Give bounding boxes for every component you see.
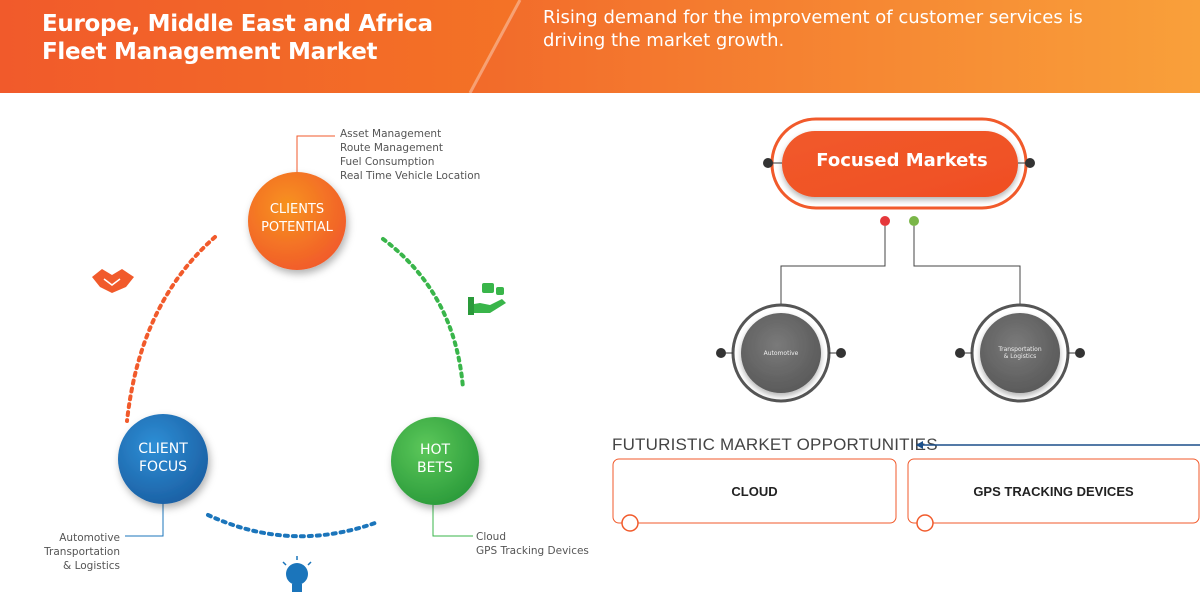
arc-bottom-blue xyxy=(206,513,377,539)
transportation-label-line2: & Logistics xyxy=(1003,353,1037,360)
list-item: Transportation xyxy=(44,546,120,558)
list-item: Real Time Vehicle Location xyxy=(340,170,481,182)
dot-green xyxy=(909,216,919,226)
hot-bets-circle xyxy=(391,417,479,505)
opportunity-cloud: CLOUD xyxy=(731,484,778,499)
transportation-dot-left xyxy=(955,348,965,358)
tagline-line-2: driving the market growth. xyxy=(543,30,785,51)
automotive-dot-left xyxy=(716,348,726,358)
hot-bets-connector xyxy=(432,503,473,537)
clients-potential-list: Asset Management Route Management Fuel C… xyxy=(340,127,480,183)
automotive-label: Automotive xyxy=(763,350,799,357)
client-focus-line2: FOCUS xyxy=(139,459,187,475)
clients-potential-line1: CLIENTS xyxy=(269,202,325,217)
list-item: GPS Tracking Devices xyxy=(476,545,589,557)
transportation-label: Transportation & Logistics xyxy=(981,346,1059,360)
list-item: Route Management xyxy=(340,142,443,154)
transportation-label-line1: Transportation xyxy=(998,346,1042,353)
dot-red xyxy=(880,216,890,226)
pill-dot-left xyxy=(763,158,773,168)
list-item: Asset Management xyxy=(340,128,442,140)
hot-bets-line1: HOT xyxy=(419,442,451,458)
hot-bets-label: HOT BETS xyxy=(391,441,479,477)
tagline: Rising demand for the improvement of cus… xyxy=(543,6,1163,52)
transportation-dot-right xyxy=(1075,348,1085,358)
title-line-1: Europe, Middle East and Africa xyxy=(42,11,433,37)
gps-box xyxy=(907,458,1200,524)
connector-left xyxy=(780,226,886,305)
client-focus-label: CLIENT FOCUS xyxy=(118,440,208,476)
pill-dot-right xyxy=(1025,158,1035,168)
arc-right-green xyxy=(381,237,465,390)
connector-right xyxy=(913,226,1021,305)
lightbulb-icon xyxy=(282,556,312,592)
automotive-dot-right xyxy=(836,348,846,358)
client-focus-line1: CLIENT xyxy=(138,441,188,457)
handshake-icon xyxy=(92,269,134,293)
list-item: & Logistics xyxy=(63,560,120,572)
list-item: Cloud xyxy=(476,531,506,543)
header-banner xyxy=(0,0,1200,93)
title-line-2: Fleet Management Market xyxy=(42,39,378,65)
cycle-diagram xyxy=(92,135,506,592)
focused-markets-pill xyxy=(782,131,1018,197)
opportunities-arrow-head xyxy=(916,441,923,449)
clients-potential-circle xyxy=(248,172,346,270)
opportunity-gps-tracking-devices: GPS TRACKING DEVICES xyxy=(973,484,1134,499)
hot-bets-line2: BETS xyxy=(417,460,453,476)
transportation-node xyxy=(980,313,1060,393)
hot-bets-list: Cloud GPS Tracking Devices xyxy=(476,530,589,558)
focused-markets-label: Focused Markets xyxy=(816,150,988,171)
tagline-line-1: Rising demand for the improvement of cus… xyxy=(543,7,1083,28)
clients-potential-line2: POTENTIAL xyxy=(261,220,333,235)
hand-money-icon xyxy=(468,283,506,315)
client-focus-list: Automotive Transportation & Logistics xyxy=(28,531,120,573)
gps-box-marker xyxy=(916,514,934,532)
focused-markets-diagram xyxy=(716,117,1085,403)
client-focus-circle xyxy=(118,414,208,504)
opportunities-frame xyxy=(612,441,1200,532)
automotive-node xyxy=(741,313,821,393)
clients-potential-label: CLIENTS POTENTIAL xyxy=(248,201,346,237)
cloud-box xyxy=(612,458,897,524)
arc-left-orange xyxy=(125,235,217,423)
list-item: Automotive xyxy=(59,532,120,544)
page-title: Europe, Middle East and Africa Fleet Man… xyxy=(42,10,433,66)
cloud-box-marker xyxy=(621,514,639,532)
opportunities-title: FUTURISTIC MARKET OPPORTUNITIES xyxy=(612,435,938,454)
list-item: Fuel Consumption xyxy=(340,156,435,168)
